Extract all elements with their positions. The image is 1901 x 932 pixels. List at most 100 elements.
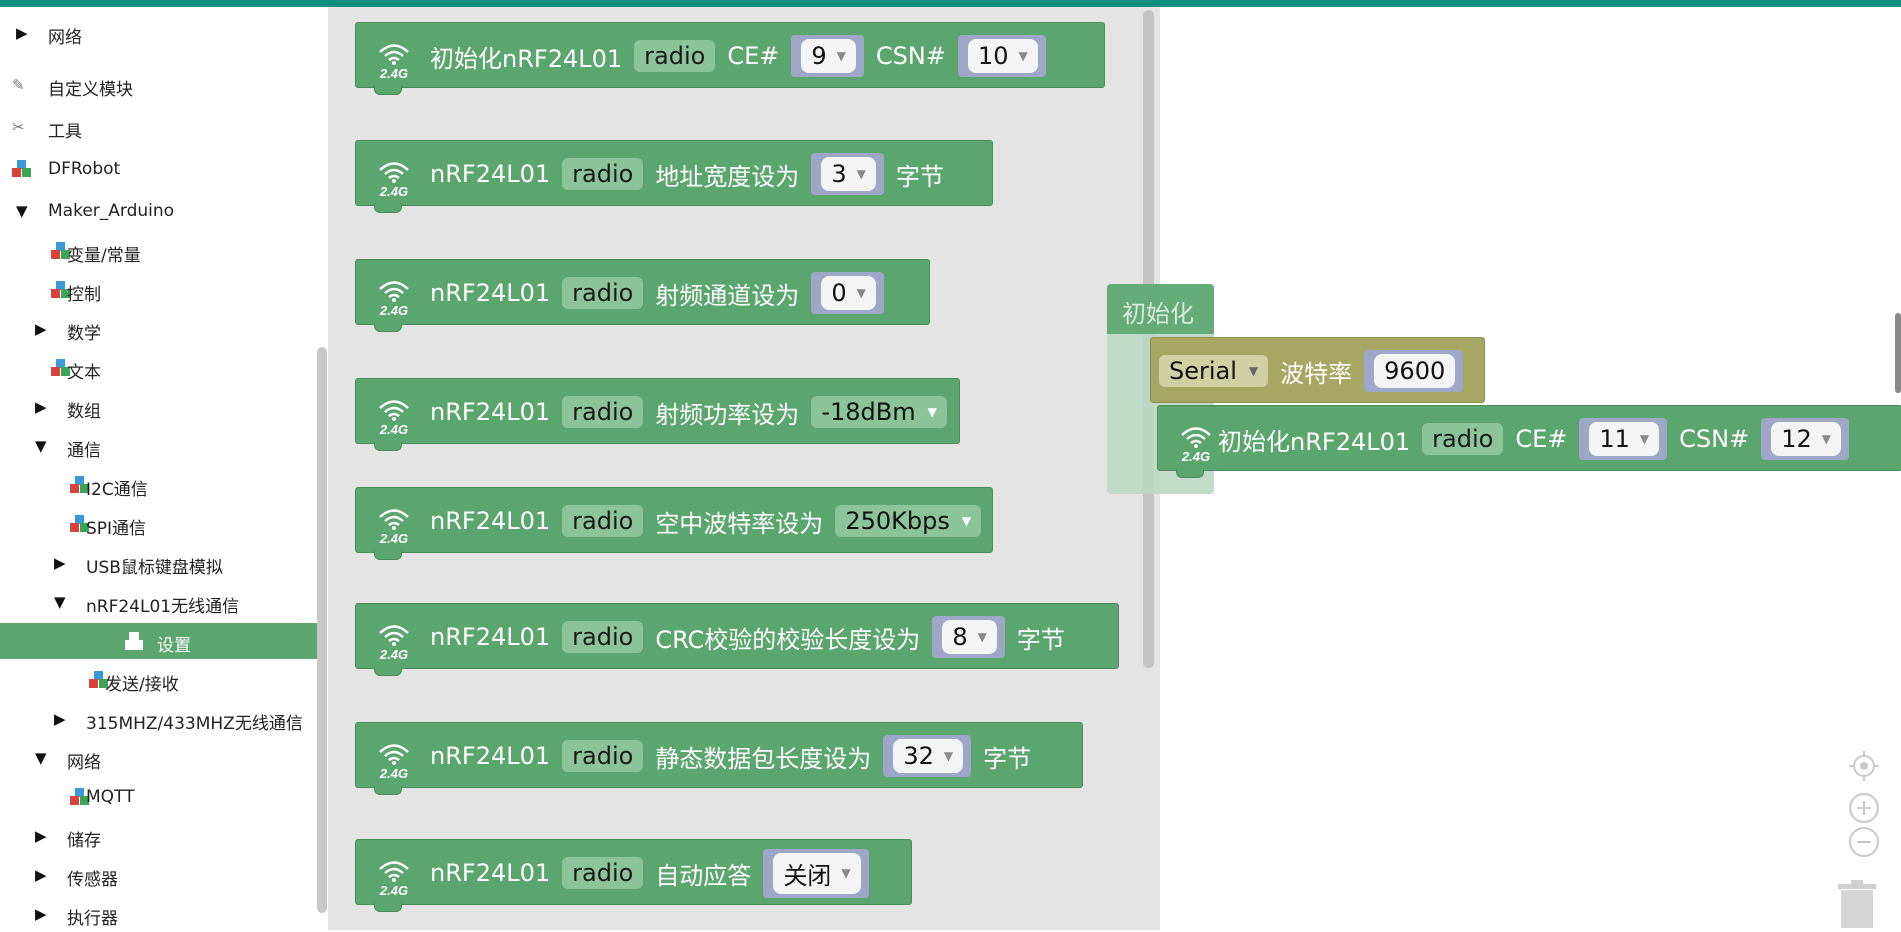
sidebar-item-label: MQTT: [86, 787, 135, 807]
collapse-arrow-icon[interactable]: ▼: [35, 437, 47, 455]
sidebar-item-label: 工具: [48, 122, 82, 142]
value-dropdown-field[interactable]: 3▼: [811, 153, 884, 195]
sidebar-item-label: 网络: [67, 753, 101, 773]
sidebar-item[interactable]: 文本: [0, 350, 318, 386]
radio-variable-field[interactable]: radio: [562, 277, 644, 309]
sidebar-item[interactable]: ▼nRF24L01无线通信: [0, 584, 318, 620]
collapse-arrow-icon[interactable]: ▼: [16, 202, 28, 220]
expand-arrow-icon[interactable]: ▶: [35, 905, 47, 923]
sidebar-item[interactable]: ▶数组: [0, 389, 318, 425]
sidebar-item-label: 传感器: [67, 870, 118, 890]
sidebar-item[interactable]: 变量/常量: [0, 233, 318, 269]
sidebar-item[interactable]: ▶数学: [0, 311, 318, 347]
sidebar-item[interactable]: ▶315MHZ/433MHZ无线通信: [0, 701, 318, 737]
value-dropdown-field[interactable]: 11▼: [1579, 418, 1668, 460]
radio-variable-field[interactable]: radio: [562, 396, 644, 428]
expand-arrow-icon[interactable]: ▶: [54, 710, 66, 728]
block-text: CSN#: [875, 42, 946, 70]
sidebar-item[interactable]: ▼Maker_Arduino: [0, 193, 318, 229]
setup-block-header[interactable]: [1107, 284, 1214, 334]
radio-variable-field[interactable]: radio: [562, 740, 644, 772]
sidebar-item[interactable]: ✂工具: [0, 109, 318, 145]
category-color-bar: [0, 467, 4, 503]
expand-arrow-icon[interactable]: ▶: [35, 866, 47, 884]
sidebar-item[interactable]: ▶储存: [0, 818, 318, 854]
collapse-arrow-icon[interactable]: ▼: [35, 749, 47, 767]
expand-arrow-icon[interactable]: ▶: [35, 827, 47, 845]
baud-label: 波特率: [1280, 359, 1353, 388]
value-dropdown-field[interactable]: 12▼: [1761, 418, 1849, 460]
radio-variable-field[interactable]: radio: [634, 40, 716, 72]
zoom-in-icon[interactable]: [1848, 792, 1880, 824]
sidebar-item-label: 文本: [67, 363, 101, 383]
sidebar-item[interactable]: 设置: [0, 623, 318, 659]
block-text: 地址宽度设为: [655, 162, 800, 191]
chevron-down-icon: ▼: [841, 866, 851, 880]
value-dropdown-field[interactable]: 0▼: [811, 272, 884, 314]
sidebar-item[interactable]: ▶网络: [0, 15, 318, 51]
baud-value: 9600: [1384, 357, 1446, 385]
sidebar-item-label: SPI通信: [86, 519, 147, 539]
field-value: 10: [977, 42, 1009, 70]
trash-icon[interactable]: [1836, 880, 1878, 928]
sidebar-item[interactable]: DFRobot: [0, 151, 318, 187]
serial-begin-block[interactable]: Serial ▼ 波特率 9600: [1150, 337, 1485, 403]
expand-arrow-icon[interactable]: ▶: [35, 398, 47, 416]
category-color-bar: [0, 151, 4, 187]
sidebar-item[interactable]: 发送/接收: [0, 662, 318, 698]
value-dropdown-field[interactable]: 32▼: [883, 735, 972, 777]
block-text: 自动应答: [655, 861, 752, 890]
value-dropdown-field[interactable]: 8▼: [932, 616, 1005, 658]
wifi-2.4g-icon: 2.4G: [374, 621, 414, 662]
sidebar-item[interactable]: SPI通信: [0, 506, 318, 542]
sidebar-item[interactable]: I2C通信: [0, 467, 318, 503]
block-text: 字节: [983, 744, 1032, 773]
expand-arrow-icon[interactable]: ▶: [54, 554, 66, 572]
category-color-bar: [0, 896, 4, 932]
category-color-bar: [0, 389, 4, 425]
workspace-edge-handle[interactable]: [1895, 313, 1901, 393]
sidebar-scrollbar[interactable]: [317, 347, 327, 913]
serial-port-dropdown[interactable]: Serial ▼: [1159, 355, 1269, 387]
sidebar-item[interactable]: ▼ 网络: [0, 740, 318, 776]
category-color-bar: [0, 506, 4, 542]
zoom-out-icon[interactable]: [1848, 826, 1880, 858]
radio-variable-field[interactable]: radio: [562, 857, 644, 889]
expand-arrow-icon[interactable]: ▶: [16, 24, 28, 42]
radio-variable-field[interactable]: radio: [562, 621, 644, 653]
sidebar-item[interactable]: ▶执行器: [0, 896, 318, 932]
chevron-down-icon: ▼: [856, 286, 866, 300]
baud-field[interactable]: 9600: [1364, 350, 1464, 392]
radio-variable-field[interactable]: radio: [562, 505, 644, 537]
blocks-icon: [12, 160, 32, 178]
sidebar-item[interactable]: ▼通信: [0, 428, 318, 464]
value-dropdown-field[interactable]: 关闭▼: [763, 848, 869, 898]
sidebar-item[interactable]: ▶USB鼠标键盘模拟: [0, 545, 318, 581]
block-text: 初始化nRF24L01: [1218, 427, 1411, 456]
blocks-icon: [51, 359, 71, 377]
radio-variable-field[interactable]: radio: [1422, 423, 1504, 455]
collapse-arrow-icon[interactable]: ▼: [54, 593, 66, 611]
expand-arrow-icon[interactable]: ▶: [35, 320, 47, 338]
sidebar-item[interactable]: MQTT: [0, 779, 318, 815]
pen-icon: ✎: [12, 76, 25, 94]
radio-variable-field[interactable]: radio: [562, 158, 644, 190]
sidebar-item[interactable]: 控制: [0, 272, 318, 308]
option-dropdown[interactable]: -18dBm▼: [811, 396, 947, 428]
sidebar-item[interactable]: ✎自定义模块: [0, 67, 318, 103]
sidebar-item[interactable]: ▶ 传感器: [0, 857, 318, 893]
recenter-icon[interactable]: [1848, 750, 1880, 782]
value-dropdown-field[interactable]: 9▼: [791, 35, 864, 77]
value-dropdown-field[interactable]: 10▼: [957, 35, 1046, 77]
option-dropdown[interactable]: 250Kbps▼: [835, 505, 982, 537]
